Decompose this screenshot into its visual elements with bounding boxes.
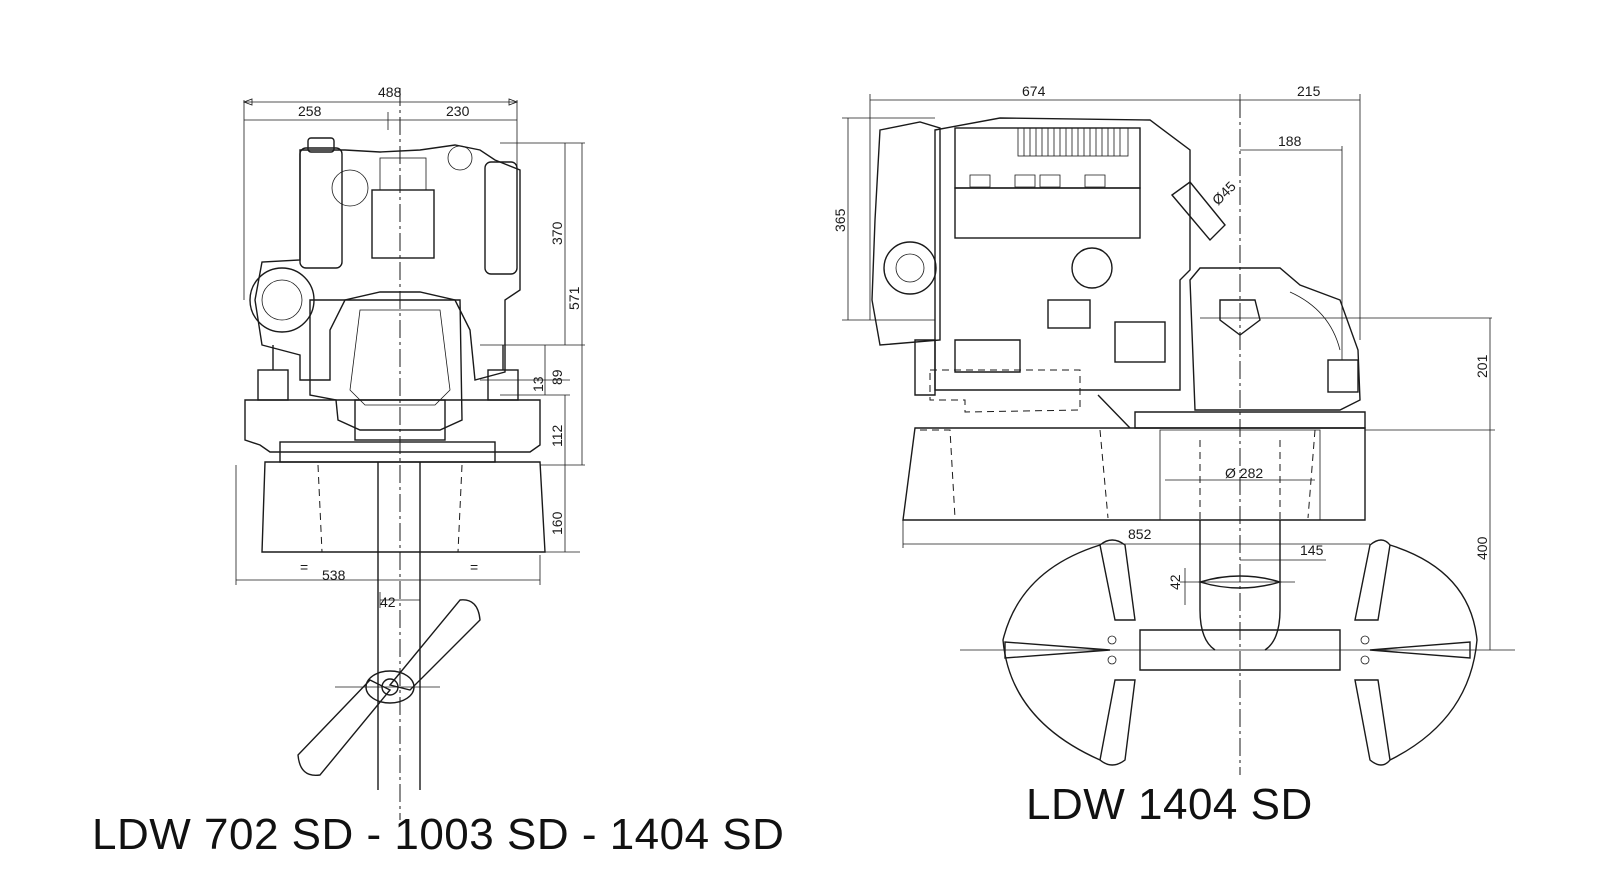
front-alternator-hub: [261, 279, 303, 321]
side-dim-215: 215: [1297, 83, 1321, 99]
side-dim-365: 365: [832, 208, 848, 232]
front-dim-42: 42: [380, 594, 396, 610]
side-dim-852: [902, 520, 1370, 548]
side-dim-left: [842, 117, 935, 321]
side-starter: [1114, 321, 1166, 363]
side-dim-400: 400: [1474, 536, 1490, 560]
front-dim-230: 230: [446, 103, 470, 119]
side-base-hidden: [920, 429, 1316, 519]
side-pulley-housing: [871, 121, 941, 346]
front-dim-89: 89: [549, 369, 565, 385]
side-dim-188: 188: [1278, 133, 1302, 149]
front-dim-538: 538: [322, 567, 346, 583]
side-mount-rear: [1327, 359, 1359, 393]
front-dim-base: [235, 465, 541, 608]
front-side-box: [484, 161, 518, 275]
front-bed-frame: [244, 399, 541, 453]
front-pump-block: [371, 189, 435, 259]
side-sump-hidden: [929, 369, 1081, 413]
side-base-pedestal: [902, 427, 1366, 521]
front-view-drawing: 488 258 230 370 571 89 13 112 160: [235, 84, 585, 820]
side-flange-zone: [1159, 429, 1321, 521]
side-dim-674: 674: [1022, 83, 1046, 99]
front-alternator: [249, 267, 315, 333]
side-pulley-hub: [895, 253, 925, 283]
front-mount-left: [257, 369, 289, 401]
front-dim-571: 571: [566, 286, 582, 310]
side-cooling-fins: [1017, 127, 1129, 157]
side-dim-top: [869, 94, 1361, 360]
side-propeller-assembly: [960, 539, 1515, 766]
front-filter-housing: [299, 147, 343, 269]
front-dim-112: 112: [549, 424, 565, 447]
side-dim-42-text: 42: [1167, 574, 1183, 590]
side-bed-slope: [1097, 394, 1131, 429]
side-cylinder-head: [954, 127, 1141, 189]
front-dim-right: [480, 142, 585, 553]
front-dim-258: 258: [298, 103, 322, 119]
side-plate: [1047, 299, 1091, 329]
front-dim-13: 13: [530, 376, 546, 392]
side-bed-rail: [1134, 411, 1366, 429]
side-dim-42: [1180, 568, 1295, 605]
side-crankcase-upper: [954, 187, 1141, 239]
side-drive-curve: [1289, 291, 1341, 351]
front-propeller: [297, 599, 481, 777]
side-pulley: [883, 241, 937, 295]
side-pump-wheel: [1071, 247, 1113, 289]
front-pulley: [331, 169, 369, 207]
front-pump-head: [379, 157, 427, 191]
side-view-drawing: 674 215 188 365 Ø45 201 400 Ø 282 852: [832, 83, 1515, 775]
side-exhaust-elbow: [1170, 181, 1226, 242]
side-sump-front: [914, 339, 936, 396]
front-filler-cap: [307, 137, 335, 153]
front-dim-488: 488: [378, 84, 402, 100]
front-dim-top: [242, 98, 519, 300]
side-sump-block: [954, 339, 1021, 373]
front-base-hidden: [317, 464, 463, 553]
side-drive-leg: [1199, 520, 1281, 651]
front-dim-eq-right: =: [470, 559, 478, 575]
side-drive-flange: [1219, 299, 1261, 336]
side-dim-45: Ø45: [1209, 178, 1239, 208]
front-gear-inner: [349, 309, 451, 406]
side-dim-201: 201: [1474, 354, 1490, 378]
front-drive-leg: [377, 462, 421, 790]
side-dim-145: 145: [1300, 542, 1324, 558]
side-dim-right: [1200, 317, 1495, 650]
front-mount-right: [487, 369, 519, 401]
front-base-pedestal: [261, 461, 546, 553]
side-dim-282: Ø 282: [1225, 465, 1263, 481]
side-drive-housing: [1189, 267, 1361, 411]
front-valve-knob: [447, 145, 473, 171]
side-engine-block: [934, 117, 1191, 391]
caption-left: LDW 702 SD - 1003 SD - 1404 SD: [92, 810, 785, 859]
front-gear-housing: [309, 299, 463, 431]
caption-right: LDW 1404 SD: [1026, 780, 1313, 829]
front-dim-160: 160: [549, 511, 565, 535]
side-injectors: [969, 174, 1106, 188]
side-dim-852-text: 852: [1128, 526, 1152, 542]
front-dim-370: 370: [549, 221, 565, 245]
front-dim-eq-left: =: [300, 559, 308, 575]
